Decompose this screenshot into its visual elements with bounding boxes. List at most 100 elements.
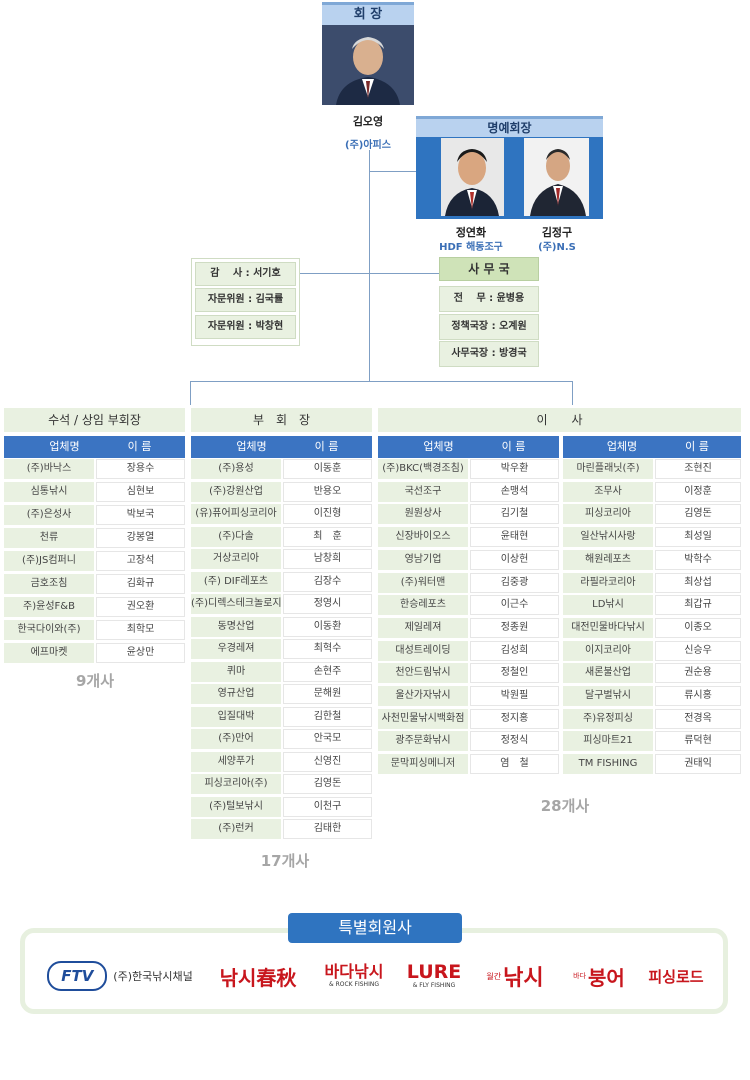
subheader-name: 이 름	[127, 440, 152, 453]
connector-branch-right	[572, 381, 573, 405]
name-cell: 김태한	[283, 819, 372, 839]
company-cell: 천류	[4, 528, 94, 548]
name-cell: 정영시	[283, 594, 372, 614]
company-cell: (주)런커	[191, 819, 281, 839]
company-cell: 라필라코리아	[563, 572, 653, 593]
subheader-company: 업체명	[236, 440, 267, 453]
name-cell: 최 훈	[283, 526, 372, 547]
company-cell: 심통낚시	[4, 482, 94, 502]
connector-chairman-trunk	[369, 150, 370, 382]
company-cell: 주)유정피싱	[563, 708, 653, 729]
company-cell: (주)용성	[191, 459, 281, 479]
name-cell: 강봉열	[96, 528, 185, 548]
name-cell: 정지홍	[470, 708, 559, 729]
vp-count: 17개사	[260, 852, 310, 870]
company-cell: 세양푸가	[191, 751, 281, 772]
company-cell: 피싱마트21	[563, 731, 653, 752]
company-cell: 울산가자낚시	[378, 686, 468, 706]
company-cell: 영남기업	[378, 549, 468, 570]
logo-fishing-road[interactable]: 피싱로드	[640, 958, 712, 994]
name-cell: 김성희	[470, 640, 559, 661]
bungeo-small: 바다	[573, 972, 587, 980]
company-cell: (주)디렉스테크놀로지	[191, 594, 281, 614]
honorary-title-bar	[416, 119, 603, 137]
name-cell: 박학수	[655, 549, 741, 570]
name-cell: 이천구	[283, 796, 372, 817]
logo-bungeo[interactable]: 바다 붕어	[566, 958, 632, 994]
logo-sea-fishing[interactable]: 바다낚시 & ROCK FISHING	[318, 958, 390, 994]
logo-monthly-fishing[interactable]: 월간 낚시	[476, 958, 554, 994]
honorary-2-name: 김정구	[541, 226, 573, 239]
name-cell: 남창희	[283, 549, 372, 569]
name-cell: 김화규	[96, 574, 185, 594]
company-cell: (주)털보낚시	[191, 796, 281, 817]
company-cell: 해원레포츠	[563, 549, 653, 570]
company-cell: 문막피싱메니저	[378, 754, 468, 775]
name-cell: 반용오	[283, 481, 372, 502]
connector-honorary	[369, 171, 417, 172]
logo-lure[interactable]: LURE & FLY FISHING	[404, 958, 464, 994]
name-cell: 정종원	[470, 617, 559, 638]
subheader-company: 업체명	[606, 440, 638, 453]
company-cell: 퀴마	[191, 661, 281, 682]
name-cell: 신승우	[655, 640, 741, 661]
subheader-name: 이 름	[685, 440, 709, 453]
company-cell: 금호조침	[4, 574, 94, 594]
name-cell: 김장수	[283, 571, 372, 592]
honorary-1-company: HDF 해동조구	[439, 242, 503, 253]
fishing-road-text: 피싱로드	[648, 967, 704, 986]
name-cell: 김중광	[470, 572, 559, 593]
honorary-photo-1	[441, 138, 504, 216]
secretariat-title: 사 무 국	[439, 257, 539, 281]
name-cell: 최상섭	[655, 572, 741, 593]
chairman-company: (주)아피스	[345, 140, 391, 151]
logo-ftv[interactable]: FTV (주)한국낚시채널	[40, 958, 200, 994]
name-cell: 김기철	[470, 504, 559, 525]
advisor-auditor: 감 사 : 서기호	[195, 262, 296, 286]
chairman-photo	[322, 25, 414, 105]
subheader-company: 업체명	[423, 440, 454, 453]
name-cell: 박보국	[96, 505, 185, 525]
connector-branch-horizontal	[190, 381, 572, 382]
name-cell: 이정훈	[655, 481, 741, 502]
senior-vp-title: 수석 / 상임 부회장	[4, 408, 185, 432]
name-cell: 윤상만	[96, 643, 185, 663]
company-cell: 거상코리아	[191, 549, 281, 569]
name-cell: 신영진	[283, 751, 372, 772]
company-cell: 광주문화낚시	[378, 731, 468, 752]
company-cell: 일산낚시사랑	[563, 527, 653, 548]
company-cell: (주)JS컴퍼니	[4, 551, 94, 571]
table-row: 피싱코리아(주)김영돈	[191, 774, 372, 794]
company-cell: (주)강원산업	[191, 481, 281, 502]
logo-fishing-chunchu[interactable]: 낚시春秋	[212, 958, 304, 994]
sea-fishing-sub: & ROCK FISHING	[329, 981, 379, 988]
name-cell: 최혁수	[283, 639, 372, 659]
ftv-text: (주)한국낚시채널	[113, 970, 193, 983]
secretariat-item-3: 사무국장 : 방경국	[439, 341, 539, 367]
company-cell: (주)은성사	[4, 505, 94, 525]
company-cell: 우경레져	[191, 639, 281, 659]
name-cell: 윤태현	[470, 527, 559, 548]
name-cell: 조현진	[655, 459, 741, 479]
